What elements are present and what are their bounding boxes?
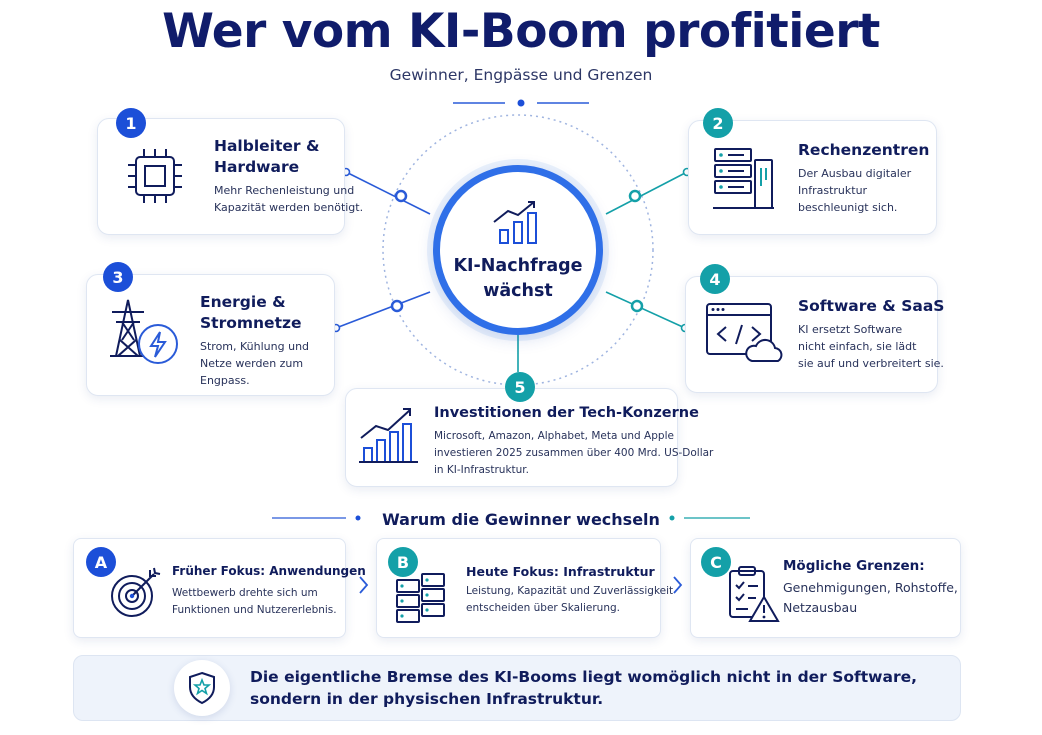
phase-card-c (690, 538, 961, 638)
badge-letter: A (86, 547, 116, 577)
center-label: KI-Nachfrage wächst (453, 256, 583, 301)
card-title: Rechenzentren (798, 141, 930, 159)
card-text: Mehr Rechenleistung und Kapazität werden… (214, 184, 364, 214)
badge-letter: C (701, 547, 731, 577)
section-title: Warum die Gewinner wechseln (382, 510, 660, 529)
server-rack-icon (713, 148, 774, 209)
growth-chart-icon (493, 201, 537, 244)
badge-letter: B (388, 547, 418, 577)
badge-number: 4 (700, 264, 730, 294)
card-datacenters (688, 120, 937, 235)
badge-number: 1 (116, 108, 146, 138)
bar-chart-icon (359, 408, 418, 463)
card-text: KI ersetzt Software nicht einfach, sie l… (798, 323, 944, 370)
card-text: Strom, Kühlung und Netze werden zum Engp… (200, 340, 310, 387)
badge-number: 2 (703, 108, 733, 138)
card-energy (86, 274, 335, 396)
card-semiconductors (97, 118, 345, 235)
card-text: Der Ausbau digitaler Infrastruktur besch… (798, 167, 912, 214)
shield-star-icon (189, 671, 215, 705)
phase-text: Wettbewerb drehte sich um Funktionen und… (172, 587, 337, 616)
checklist-warning-icon (729, 566, 780, 622)
shield-badge (174, 660, 230, 716)
code-window-icon (706, 303, 783, 362)
page-subtitle: Gewinner, Engpässe und Grenzen (389, 66, 653, 84)
server-icon (396, 573, 445, 623)
badge-number: 3 (103, 262, 133, 292)
chip-icon (128, 149, 182, 203)
phase-card-a (73, 538, 346, 638)
conclusion-text: Die eigentliche Bremse des KI-Booms lieg… (250, 668, 918, 708)
card-title: Energie & Stromnetze (200, 293, 302, 332)
badge-number: 5 (505, 372, 535, 402)
phase-text: Leistung, Kapazität und Zuverlässigkeit … (466, 585, 674, 614)
power-tower-icon (110, 299, 178, 364)
card-title: Halbleiter & Hardware (214, 137, 320, 176)
phase-title: Mögliche Grenzen: (783, 558, 925, 574)
target-icon (111, 567, 161, 617)
page-title: Wer vom KI-Boom profitiert (162, 4, 880, 59)
card-title: Software & SaaS (798, 297, 945, 315)
card-investments (345, 388, 678, 487)
phase-title: Heute Fokus: Infrastruktur (466, 564, 655, 579)
phase-text: Genehmigungen, Rohstoffe, Netzausbau (783, 580, 958, 615)
card-software (685, 276, 938, 393)
phase-title: Früher Fokus: Anwendungen (172, 564, 366, 578)
card-text: Microsoft, Amazon, Alphabet, Meta und Ap… (434, 430, 714, 476)
center-circle (433, 165, 603, 335)
card-title: Investitionen der Tech-Konzerne (434, 405, 699, 421)
